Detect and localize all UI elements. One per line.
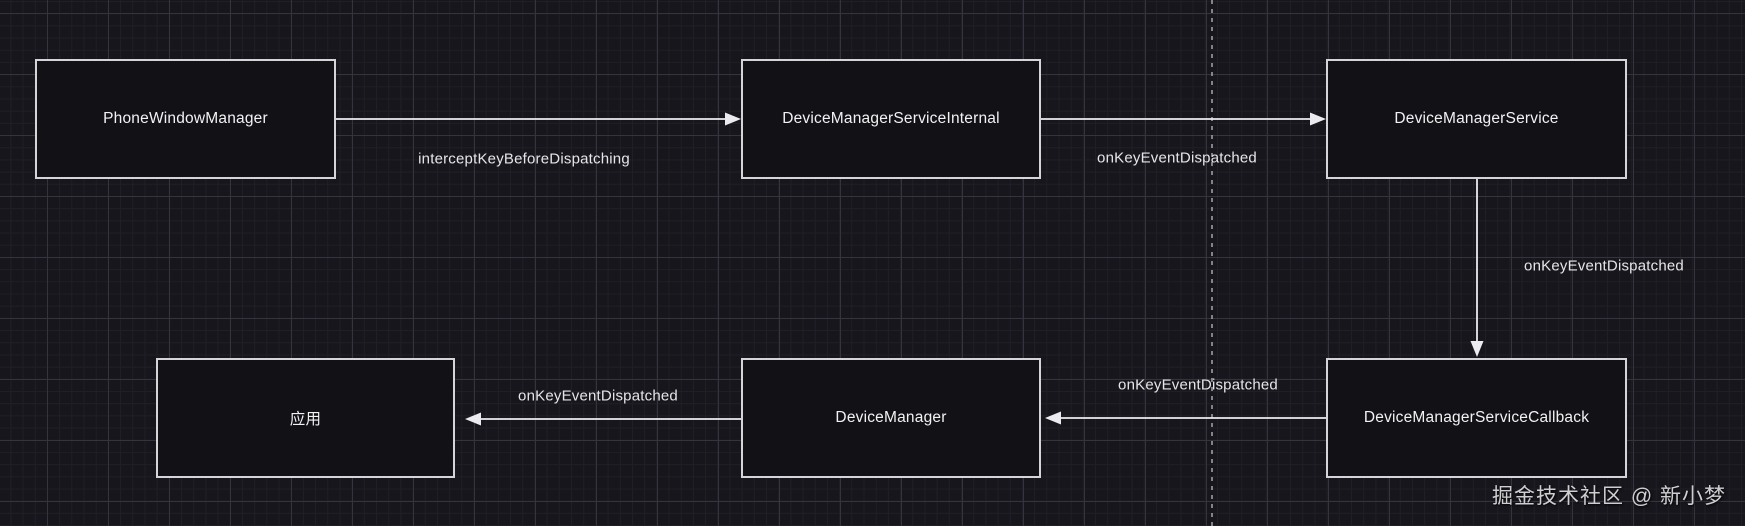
edge-label-onkey-top: onKeyEventDispatched [1097,149,1257,167]
node-phone-window-manager: PhoneWindowManager [35,59,336,179]
edge-label-intercept-key-before-dispatching: interceptKeyBeforeDispatching [418,150,630,168]
node-device-manager-service: DeviceManagerService [1326,59,1627,179]
edge-arrow-onkey-down [1470,179,1484,357]
edge-label-onkey-mid: onKeyEventDispatched [1118,376,1278,394]
node-device-manager-service-internal: DeviceManagerServiceInternal [741,59,1041,179]
node-device-manager-service-callback: DeviceManagerServiceCallback [1326,358,1627,478]
edge-label-onkey-app: onKeyEventDispatched [518,387,678,405]
edge-label-onkey-down: onKeyEventDispatched [1524,257,1684,275]
edge-arrow-onkey-app [465,412,741,426]
edge-arrow-intercept-key [336,112,741,126]
watermark-text: 掘金技术社区 @ 新小梦 [1492,485,1726,508]
node-device-manager: DeviceManager [741,358,1041,478]
edge-arrow-onkey-mid [1045,411,1326,425]
node-app: 应用 [156,358,455,478]
edge-arrow-onkey-top [1041,112,1326,126]
